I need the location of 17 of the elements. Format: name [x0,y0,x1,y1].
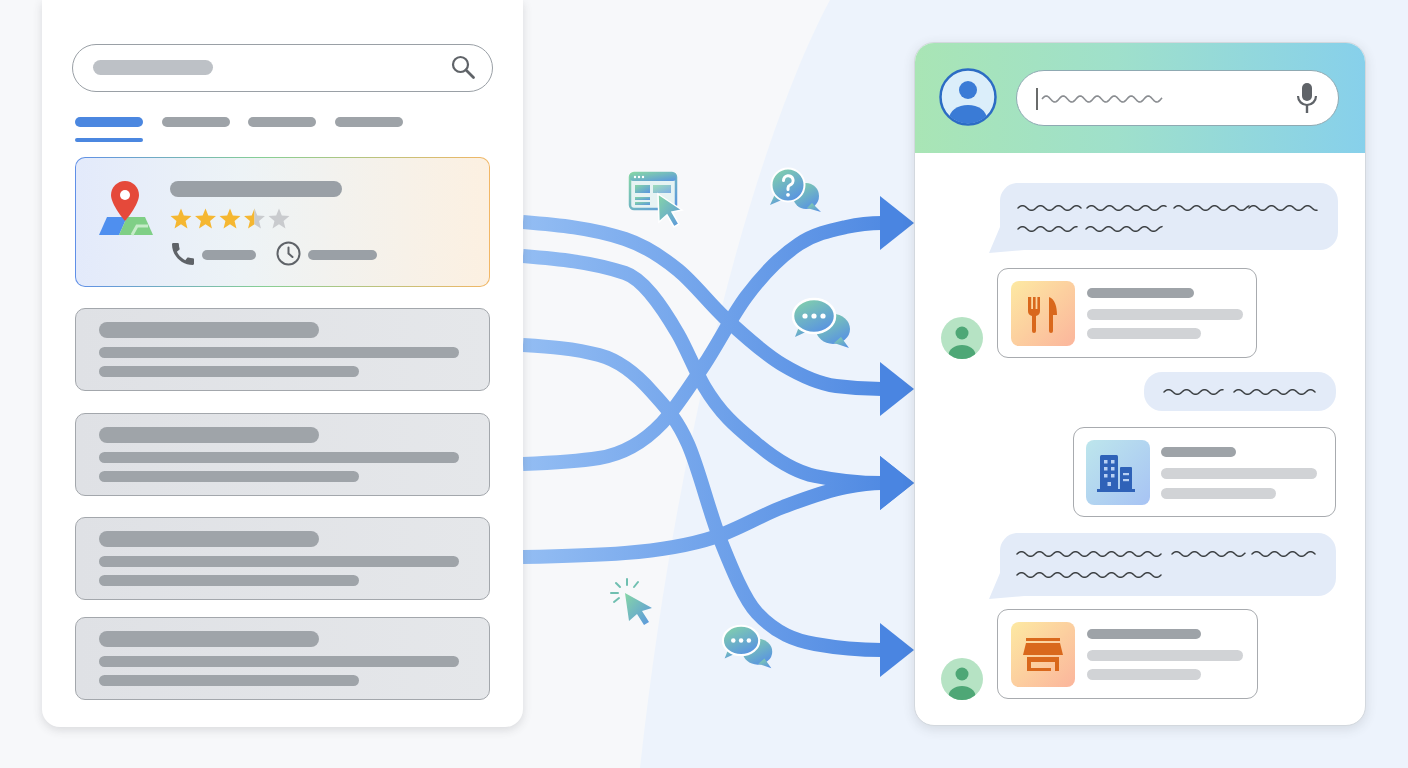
curved-arrow [522,196,914,471]
place-result-card [997,609,1258,699]
chat-bubble [989,183,1338,253]
featured-result-card [75,157,490,287]
search-results-panel [42,0,523,727]
chat-bubble [989,533,1336,599]
curved-arrow [522,456,914,564]
result-card [75,617,490,700]
chat-bubble [1144,372,1336,411]
result-card [75,517,490,600]
place-result-card [997,268,1257,358]
curved-arrow [522,215,914,416]
curved-arrow [522,338,914,677]
chat-panel [914,42,1366,726]
result-card [75,413,490,496]
result-card [75,308,490,391]
place-result-card [1073,427,1336,517]
